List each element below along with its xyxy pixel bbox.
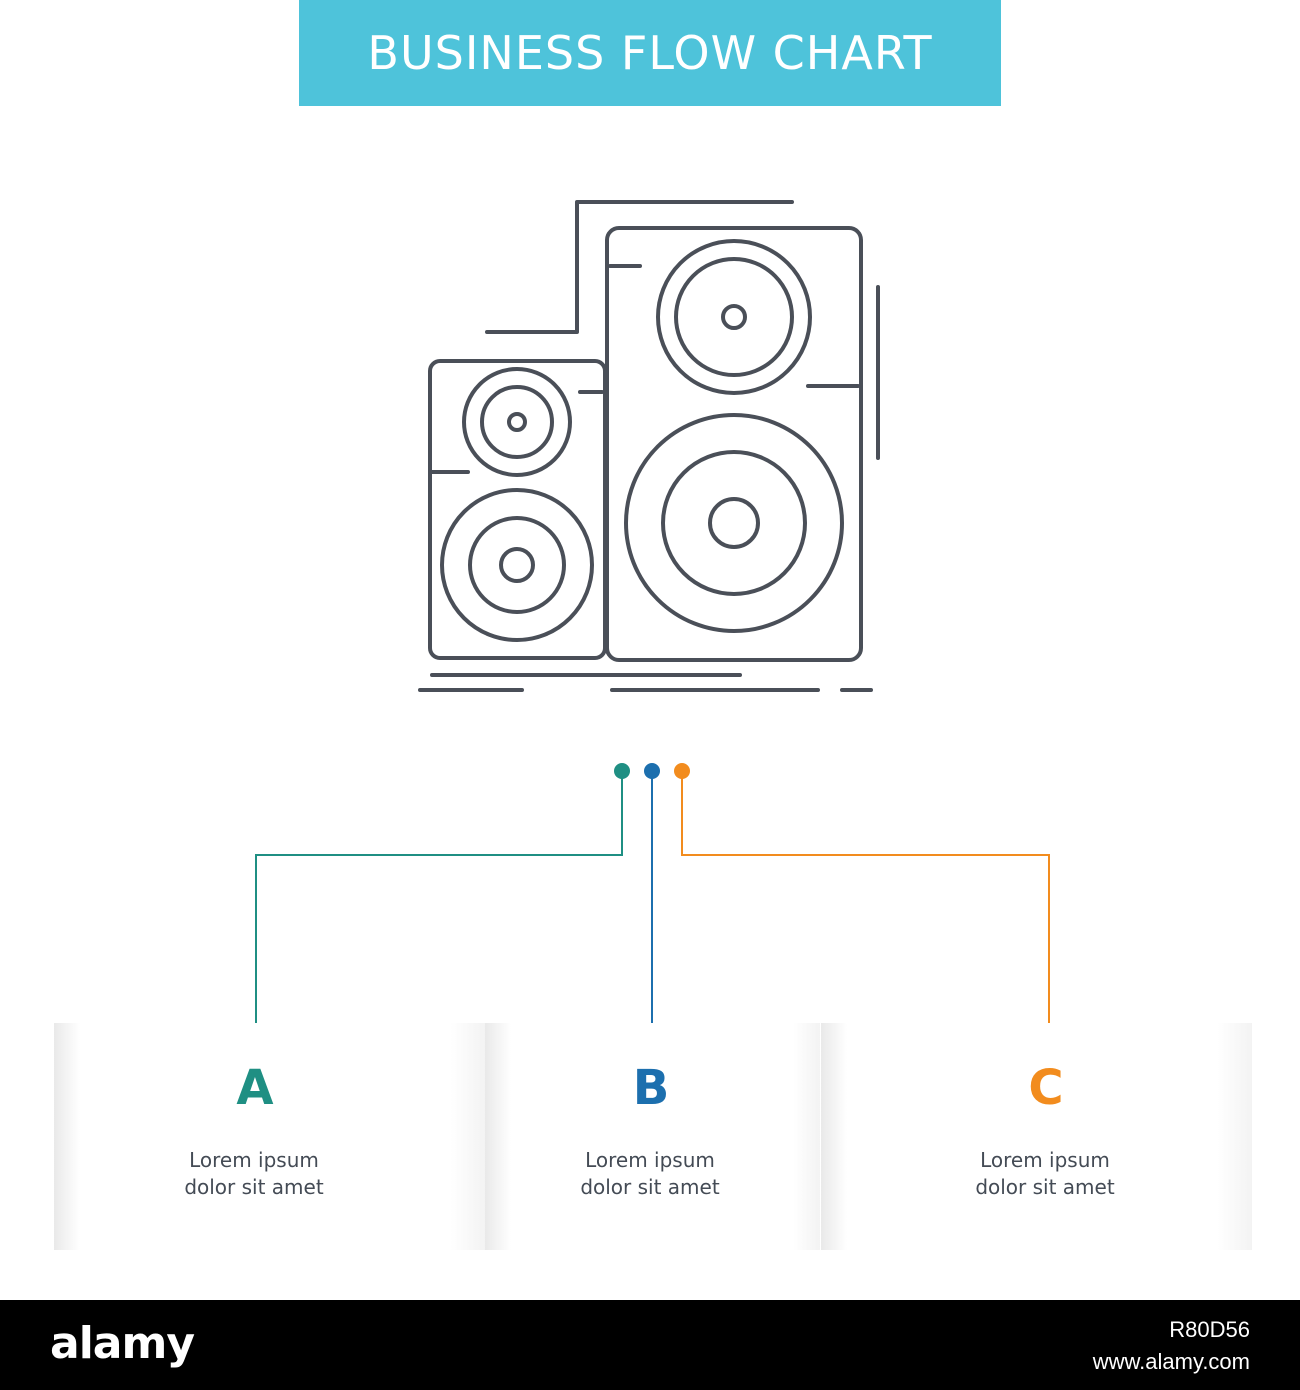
step-text-c-line2: dolor sit amet [975,1175,1115,1199]
step-panel-c [821,1023,1252,1250]
connector-c [681,771,1050,1035]
chart-title: BUSINESS FLOW CHART [367,26,933,80]
footer-logo: alamy [50,1318,195,1369]
connector-dot-b [644,763,660,779]
footer-image-id: R80D56 [1169,1317,1250,1342]
connector-a [255,771,623,1035]
step-panel-a [54,1023,485,1250]
title-banner: BUSINESS FLOW CHART [299,0,1001,106]
speaker-icon [418,200,880,692]
step-text-b-line2: dolor sit amet [580,1175,720,1199]
connector-dot-a [614,763,630,779]
step-text-a-line2: dolor sit amet [184,1175,324,1199]
step-text-b-line1: Lorem ipsum [585,1148,715,1172]
footer-url: www.alamy.com [1092,1349,1250,1374]
flow-diagram [255,200,1050,1035]
step-panel-b [485,1023,820,1250]
step-text-c: Lorem ipsum dolor sit amet [925,1147,1165,1201]
step-letter-a: A [236,1060,274,1116]
step-text-a-line1: Lorem ipsum [189,1148,319,1172]
step-text-c-line1: Lorem ipsum [980,1148,1110,1172]
connector-dot-c [674,763,690,779]
step-text-b: Lorem ipsum dolor sit amet [530,1147,770,1201]
step-text-a: Lorem ipsum dolor sit amet [134,1147,374,1201]
step-letter-c: C [1028,1060,1064,1116]
footer-meta: R80D56 www.alamy.com [1093,1314,1250,1378]
step-letter-b: B [632,1060,670,1116]
footer-bar: alamy R80D56 www.alamy.com [0,1300,1300,1390]
